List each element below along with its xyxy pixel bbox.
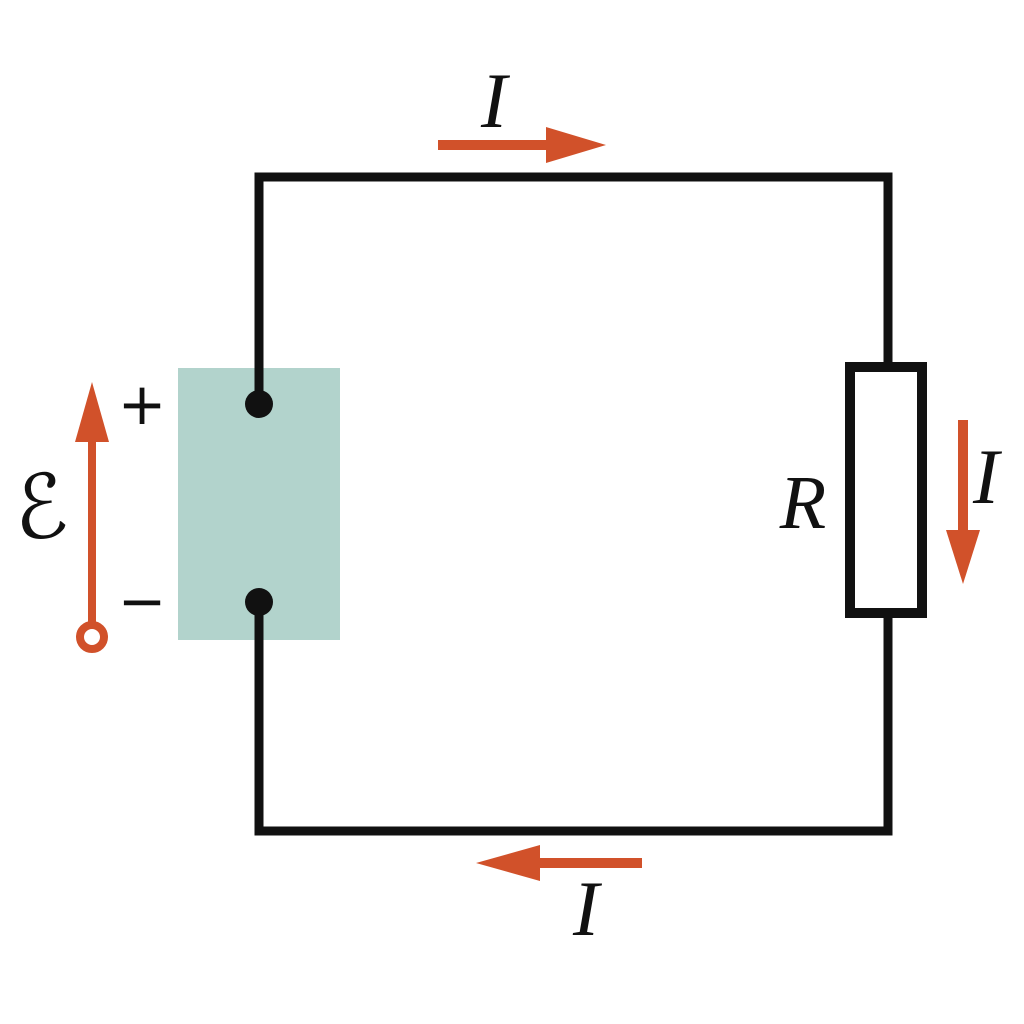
current-arrow-bottom xyxy=(476,845,642,881)
battery-minus-sign: − xyxy=(118,567,167,635)
current-arrow-right xyxy=(946,420,980,584)
emf-arrow xyxy=(75,382,109,653)
resistor-box xyxy=(845,362,927,618)
emf-script-e-label: ℰ xyxy=(6,453,73,562)
current-arrow-top-head xyxy=(546,127,606,163)
emf-arrow-head xyxy=(75,382,109,442)
current-label-bottom: I xyxy=(572,865,603,952)
battery-negative-terminal-dot xyxy=(245,588,273,616)
current-arrow-top xyxy=(438,127,606,163)
emf-arrow-tail-circle xyxy=(76,621,108,653)
current-label-top: I xyxy=(480,57,511,144)
current-arrow-right-head xyxy=(946,530,980,584)
current-arrow-bottom-head xyxy=(476,845,540,881)
current-label-right: I xyxy=(972,433,1003,520)
wire-top-loop xyxy=(254,172,893,404)
battery-plus-sign: + xyxy=(118,370,167,438)
battery-positive-terminal-dot xyxy=(245,390,273,418)
wire-bottom-loop xyxy=(254,602,893,836)
resistor-label: R xyxy=(779,461,826,545)
